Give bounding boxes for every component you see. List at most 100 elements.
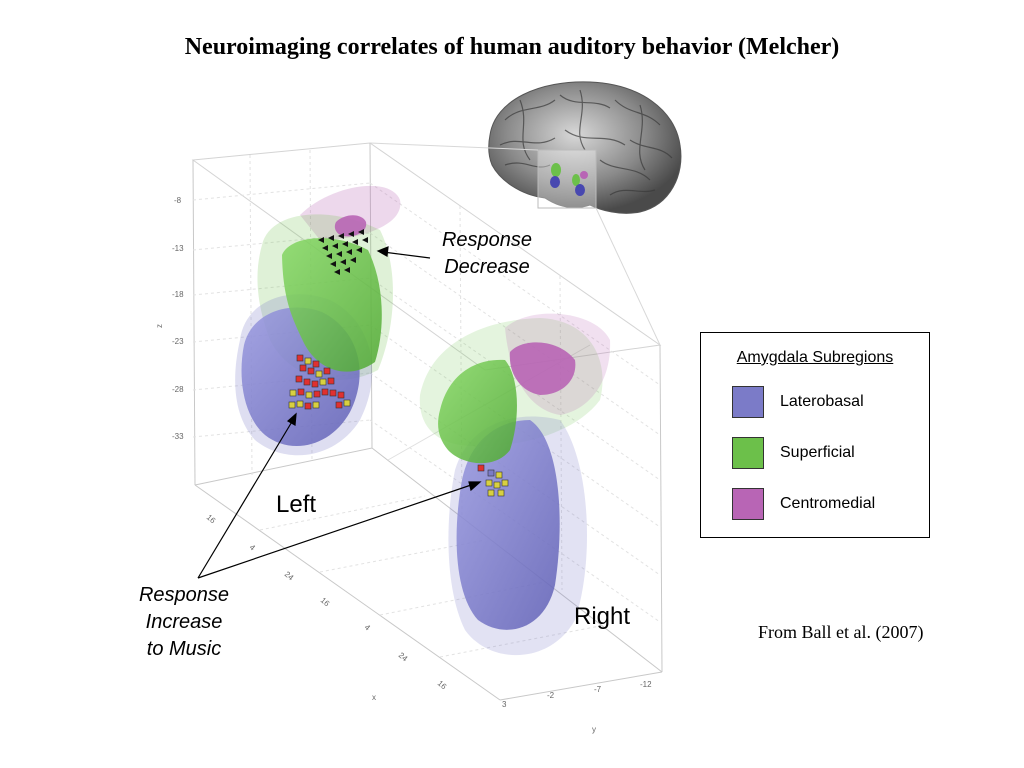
right-superficial <box>438 359 517 464</box>
decrease-marker <box>336 251 342 257</box>
neutral-marker <box>501 479 509 487</box>
decrease-marker <box>328 235 334 241</box>
increase-marker <box>304 402 312 410</box>
right-increase-markers <box>477 464 509 497</box>
neutral-marker <box>312 401 320 409</box>
left-superficial <box>282 238 382 372</box>
annotation-line: Increase <box>145 611 223 633</box>
decrease-marker <box>340 259 346 265</box>
increase-marker <box>299 364 307 372</box>
laterobasal-swatch <box>732 386 764 418</box>
decrease-marker <box>334 269 340 275</box>
z-tick: -13 <box>172 244 184 253</box>
neutral-marker <box>495 471 503 479</box>
inset-laterobasal <box>550 176 560 188</box>
increase-arrow-right-head <box>468 481 482 492</box>
x-tick: 4 <box>248 543 258 553</box>
brain-inset-box <box>537 149 597 209</box>
z-tick: -18 <box>172 290 184 299</box>
x-tick: 16 <box>319 596 332 609</box>
legend: Amygdala Subregions Laterobasal Superfic… <box>700 332 930 538</box>
increase-marker <box>297 388 305 396</box>
increase-marker <box>323 367 331 375</box>
response-decrease-label: Response Decrease <box>432 227 542 281</box>
legend-item-label: Centromedial <box>780 495 876 512</box>
increase-marker <box>311 380 319 388</box>
x-tick: 16 <box>436 679 449 692</box>
decrease-marker <box>344 267 350 273</box>
page-title: Neuroimaging correlates of human auditor… <box>184 34 840 60</box>
decrease-marker <box>362 237 368 243</box>
neutral-marker <box>497 489 505 497</box>
neutral-marker <box>315 370 323 378</box>
increase-marker <box>327 377 335 385</box>
right-centromedial <box>509 342 576 395</box>
increase-marker <box>335 401 343 409</box>
y-tick: 3 <box>502 700 507 709</box>
increase-marker <box>307 367 315 375</box>
z-axis: -8 -13 -18 -23 -28 -33 z <box>155 196 184 441</box>
inset-projection-line <box>369 142 539 151</box>
neutral-marker <box>296 400 304 408</box>
z-tick: -33 <box>172 432 184 441</box>
decrease-marker <box>330 261 336 267</box>
centromedial-swatch <box>732 488 764 520</box>
right-laterobasal <box>456 420 560 630</box>
left-centromedial <box>334 215 367 237</box>
brain-illustration <box>488 81 682 214</box>
neutral-marker <box>493 481 501 489</box>
annotation-arrows <box>197 246 482 579</box>
neutral-marker <box>289 389 297 397</box>
neutral-marker <box>487 469 495 477</box>
right-amygdala <box>419 313 611 656</box>
increase-marker <box>321 388 329 396</box>
decrease-marker <box>326 253 332 259</box>
decrease-marker <box>352 239 358 245</box>
x-tick: 4 <box>363 623 373 633</box>
neutral-marker <box>343 399 351 407</box>
neutral-marker <box>304 357 312 365</box>
decrease-marker <box>318 237 324 243</box>
inset-superficial <box>572 174 580 186</box>
z-tick: -28 <box>172 385 184 394</box>
increase-arrow-left-head <box>286 412 297 426</box>
inset-laterobasal <box>575 184 585 196</box>
decrease-arrow-head <box>376 246 389 257</box>
y-tick: -7 <box>594 685 602 694</box>
decrease-markers <box>318 229 368 275</box>
decrease-marker <box>342 241 348 247</box>
y-tick: -2 <box>547 691 555 700</box>
neutral-marker <box>305 391 313 399</box>
increase-marker <box>296 354 304 362</box>
inset-projection-line <box>595 207 661 346</box>
decrease-marker <box>358 229 364 235</box>
superficial-swatch <box>732 437 764 469</box>
neutral-marker <box>319 378 327 386</box>
neutral-marker <box>288 401 296 409</box>
left-centromedial-halo <box>300 185 401 240</box>
annotation-line: to Music <box>146 638 222 660</box>
z-axis-label: z <box>155 324 164 328</box>
y-axis-label: y <box>592 725 596 734</box>
increase-marker <box>477 464 485 472</box>
decrease-marker <box>332 243 338 249</box>
decrease-marker <box>350 257 356 263</box>
decrease-marker <box>338 233 344 239</box>
legend-item-label: Laterobasal <box>780 393 864 410</box>
decrease-marker <box>346 249 352 255</box>
increase-arrow-left-line <box>197 419 294 579</box>
x-tick: 24 <box>397 651 410 664</box>
decrease-marker <box>356 247 362 253</box>
decrease-arrow-line <box>382 251 431 259</box>
x-axis-label: x <box>372 693 376 702</box>
decrease-marker <box>348 231 354 237</box>
z-tick: -8 <box>174 196 182 205</box>
inset-centromedial <box>580 171 588 179</box>
y-tick: -12 <box>640 680 652 689</box>
annotation-line: Response <box>441 229 533 251</box>
annotation-line: Response <box>138 584 230 606</box>
increase-marker <box>337 391 345 399</box>
citation: From Ball et al. (2007) <box>758 622 924 642</box>
